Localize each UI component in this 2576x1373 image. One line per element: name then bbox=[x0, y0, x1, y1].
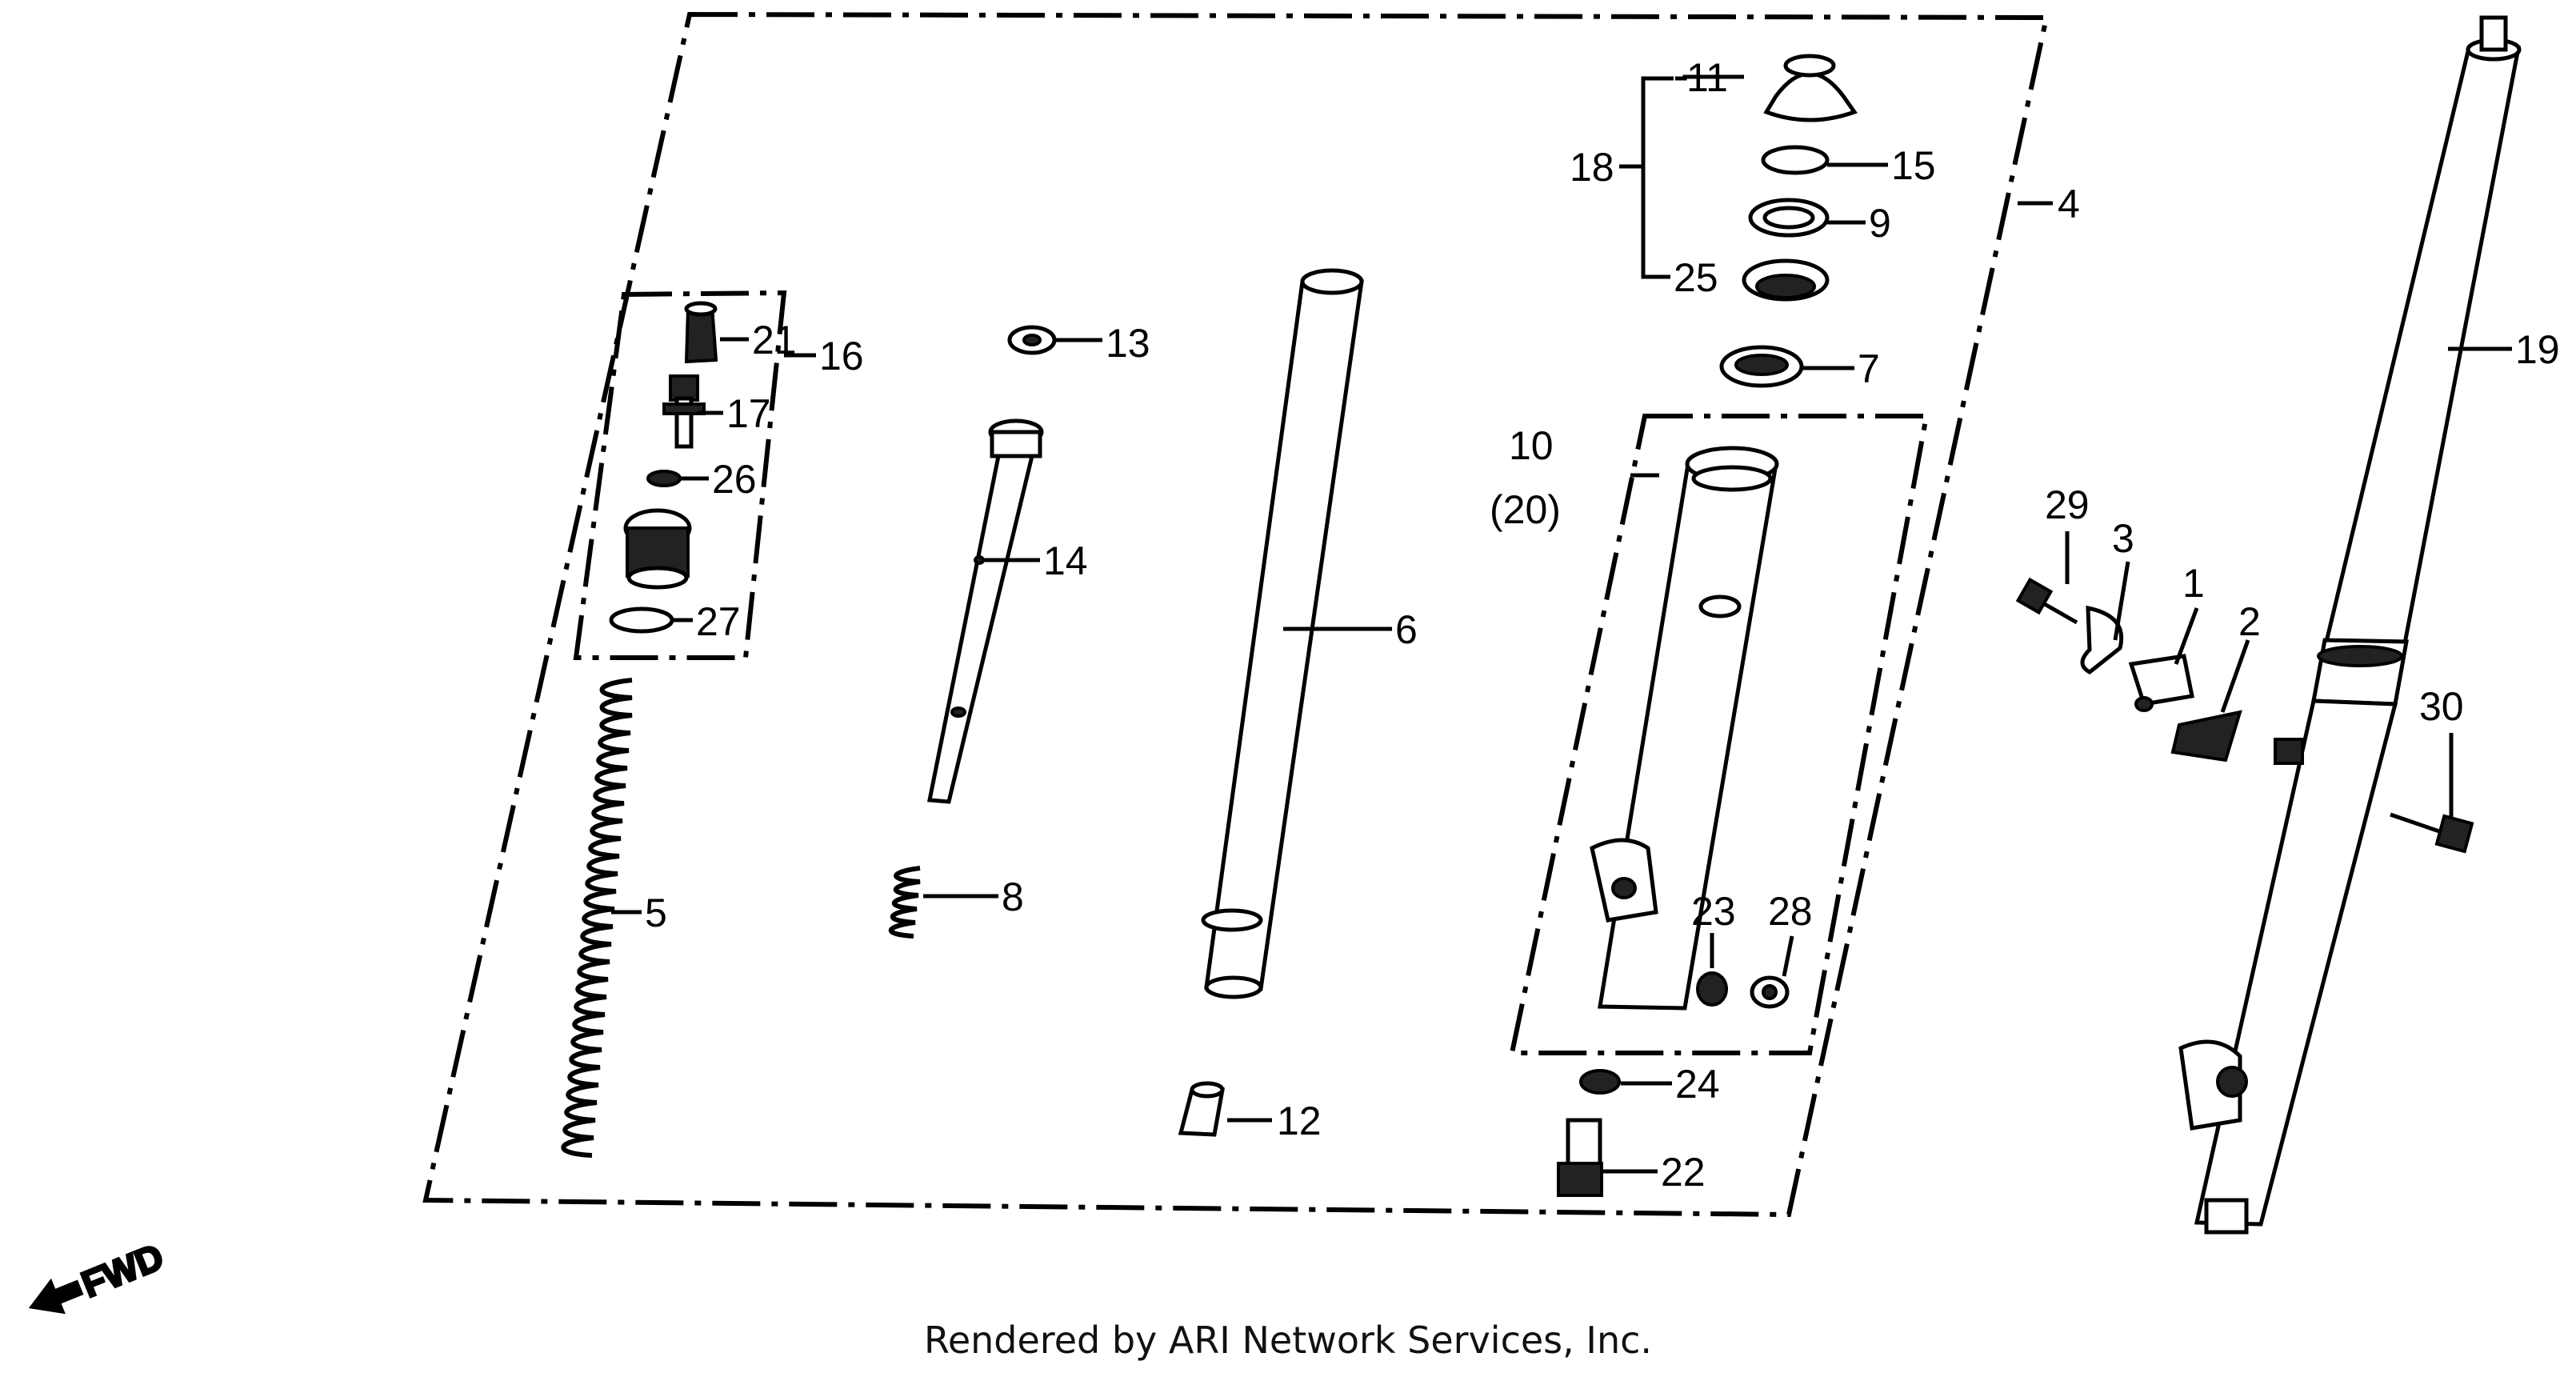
fork-pipe-6[interactable] bbox=[1201, 268, 1364, 999]
fork-slider-10[interactable] bbox=[1590, 446, 1779, 1011]
callout-22: 22 bbox=[1661, 1150, 1706, 1195]
callout-14: 14 bbox=[1043, 538, 1088, 583]
callout-16: 16 bbox=[819, 334, 864, 378]
callout-18: 18 bbox=[1570, 145, 1614, 190]
o-ring-26[interactable] bbox=[646, 470, 682, 487]
callout-13: 13 bbox=[1106, 321, 1150, 366]
assembly-boundary-4 bbox=[422, 11, 2050, 1218]
callout-9: 9 bbox=[1869, 201, 1891, 246]
callout-27: 27 bbox=[696, 599, 741, 644]
callout-numbers: 1 2 3 4 5 6 7 8 9 10 11 12 13 14 15 16 1… bbox=[645, 55, 2560, 1195]
assembly-boundary-10 bbox=[1509, 414, 1930, 1055]
callout-17: 17 bbox=[726, 391, 771, 436]
fwd-label: FWD bbox=[76, 1235, 170, 1305]
callout-11: 11 bbox=[1686, 55, 1728, 100]
callout-3: 3 bbox=[2112, 516, 2134, 561]
callout-20: (20) bbox=[1490, 487, 1561, 532]
oil-seal-9[interactable] bbox=[1748, 198, 1830, 238]
clamp-3[interactable] bbox=[2080, 605, 2124, 674]
render-credit: Rendered by ARI Network Services, Inc. bbox=[923, 1319, 1653, 1362]
damper-rod-14[interactable] bbox=[926, 418, 1044, 804]
bolt-30[interactable] bbox=[2390, 812, 2474, 854]
cap-21[interactable] bbox=[684, 301, 718, 364]
bushing-25[interactable] bbox=[1742, 258, 1830, 302]
slider-bushing-7[interactable] bbox=[1719, 345, 1804, 388]
fork-spring-5[interactable] bbox=[561, 678, 633, 1158]
socket-bolt-22[interactable] bbox=[1557, 1118, 1603, 1197]
rebound-spring-8[interactable] bbox=[888, 866, 921, 939]
callout-21: 21 bbox=[752, 318, 797, 362]
callout-1: 1 bbox=[2182, 561, 2205, 606]
air-valve-17[interactable] bbox=[662, 374, 706, 449]
leader-lines bbox=[611, 74, 2512, 1174]
callout-29: 29 bbox=[2045, 482, 2090, 527]
callout-7: 7 bbox=[1858, 346, 1880, 391]
o-ring-27[interactable] bbox=[609, 606, 674, 634]
drain-bolt-28[interactable] bbox=[1750, 975, 1790, 1009]
forward-direction-indicator: FWD bbox=[28, 1234, 170, 1315]
callout-4: 4 bbox=[2058, 182, 2080, 226]
callout-8: 8 bbox=[1002, 875, 1024, 919]
callout-19: 19 bbox=[2515, 327, 2560, 372]
callout-28: 28 bbox=[1768, 889, 1813, 934]
callout-15: 15 bbox=[1891, 143, 1936, 188]
oil-lock-piece-12[interactable] bbox=[1178, 1081, 1225, 1137]
forward-arrow-icon bbox=[28, 1278, 84, 1315]
brake-hose-clamp-1[interactable] bbox=[2128, 654, 2194, 712]
callout-25: 25 bbox=[1674, 255, 1718, 300]
callout-26: 26 bbox=[712, 457, 757, 502]
bolt-29[interactable] bbox=[2015, 577, 2078, 625]
washer-23[interactable] bbox=[1696, 971, 1728, 1007]
stopper-ring-15[interactable] bbox=[1761, 145, 1830, 175]
dust-seal-11[interactable] bbox=[1763, 54, 1858, 122]
fork-cap-bolt[interactable] bbox=[623, 508, 692, 590]
callout-30: 30 bbox=[2419, 684, 2464, 729]
callout-23: 23 bbox=[1691, 889, 1736, 934]
front-fork-assembly-19[interactable] bbox=[2178, 15, 2522, 1235]
callout-6: 6 bbox=[1395, 607, 1418, 652]
callout-12: 12 bbox=[1277, 1099, 1322, 1143]
reflector-bracket-2[interactable] bbox=[2170, 710, 2242, 763]
callout-10: 10 bbox=[1509, 423, 1554, 468]
callout-5: 5 bbox=[645, 891, 667, 935]
callout-24: 24 bbox=[1675, 1062, 1720, 1107]
assembly-boundary-16 bbox=[573, 290, 787, 660]
callout-2: 2 bbox=[2238, 599, 2261, 644]
washer-24[interactable] bbox=[1579, 1069, 1621, 1095]
nut-13[interactable] bbox=[1007, 325, 1057, 355]
